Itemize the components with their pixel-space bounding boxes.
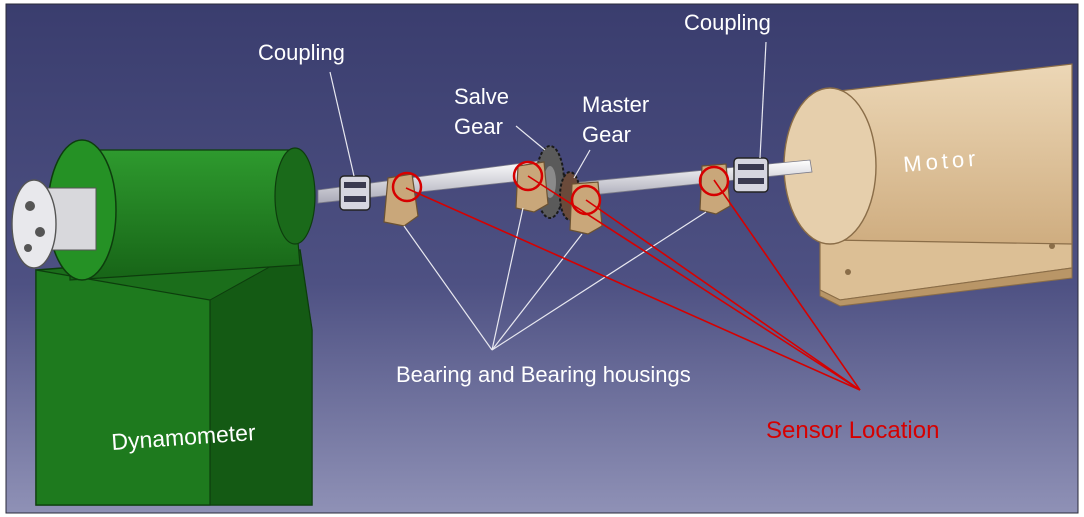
coupling-left-label: Coupling xyxy=(258,40,345,65)
sensor-circle-3 xyxy=(570,184,602,216)
bearings-label: Bearing and Bearing housings xyxy=(396,362,691,387)
label-leader-lines xyxy=(329,41,767,351)
salve-gear-label-line2: Gear xyxy=(454,114,503,139)
coupling-right-label: Coupling xyxy=(684,10,771,35)
sensor-markers xyxy=(391,160,730,216)
coupling-left xyxy=(339,175,371,211)
sensor-circle-4 xyxy=(698,165,730,197)
master-gear-label-line2: Gear xyxy=(582,122,631,147)
bearing-housings xyxy=(383,161,731,235)
sensor-circle-2 xyxy=(512,160,544,192)
sensor-circle-1 xyxy=(391,171,423,203)
dynamometer xyxy=(11,139,316,506)
salve-gear-label-line1: Salve xyxy=(454,84,509,109)
sensor-leader-lines xyxy=(405,175,861,391)
sensor-location-label: Sensor Location xyxy=(766,417,939,444)
coupling-right xyxy=(733,157,769,193)
motor xyxy=(783,63,1073,307)
master-gear-label-line1: Master xyxy=(582,92,649,117)
